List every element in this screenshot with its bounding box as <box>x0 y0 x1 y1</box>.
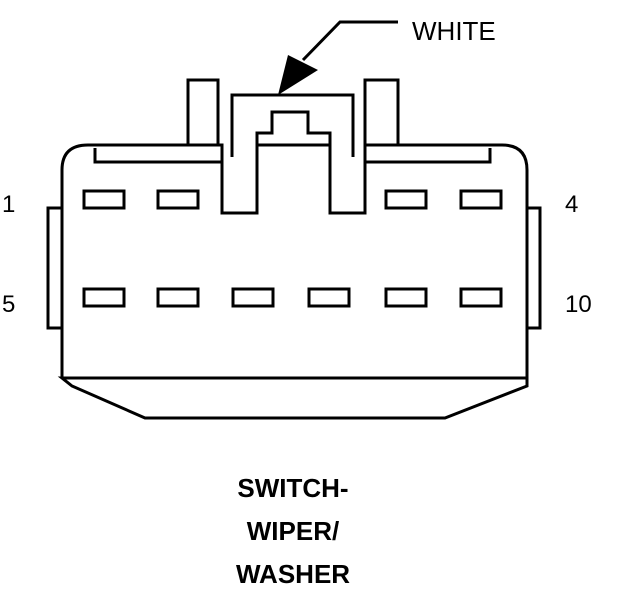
bottom-row-cavities <box>82 287 503 308</box>
connector-lower-shell <box>57 376 529 420</box>
center-lock-inner <box>255 110 332 145</box>
pin-label-top-right: 4 <box>565 191 578 218</box>
pin-label-top-left: 1 <box>2 191 15 218</box>
pin-label-bottom-left: 5 <box>2 291 15 318</box>
pin-label-bottom-right: 10 <box>565 291 592 318</box>
cavity-pin-2 <box>156 189 200 210</box>
cavity-pin-10 <box>459 287 503 308</box>
top-left-rib <box>93 148 222 164</box>
cavity-pin-5 <box>82 287 126 308</box>
cavity-pin-4 <box>459 189 503 210</box>
center-lock-housing <box>230 93 355 157</box>
cavity-pin-7 <box>231 287 275 308</box>
white-callout-arrow <box>278 20 398 95</box>
right-latch-tab <box>363 78 400 145</box>
callout-label: WHITE <box>412 16 496 46</box>
right-side-bracket <box>527 206 542 330</box>
cavity-pin-6 <box>156 287 200 308</box>
cavity-pin-1 <box>82 189 126 210</box>
top-right-rib <box>365 148 492 164</box>
cavity-pin-9 <box>384 287 428 308</box>
title-line-3: WASHER <box>236 559 350 589</box>
connector-body <box>46 78 542 420</box>
arrowhead-icon <box>278 55 318 95</box>
cavity-pin-8 <box>307 287 351 308</box>
callout-leader-line <box>301 20 398 62</box>
top-row-cavities <box>82 189 503 210</box>
cavity-pin-3 <box>384 189 428 210</box>
title-line-2: WIPER/ <box>247 516 339 546</box>
left-latch-tab <box>186 78 220 145</box>
left-side-bracket <box>46 206 62 330</box>
connector-outline <box>60 143 529 378</box>
title-line-1: SWITCH- <box>237 473 348 503</box>
